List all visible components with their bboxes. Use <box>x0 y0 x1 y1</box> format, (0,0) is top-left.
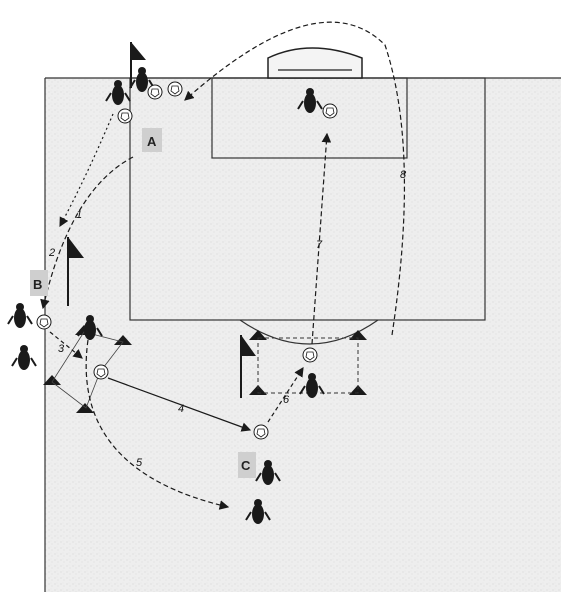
player-icon <box>12 345 36 370</box>
ball-icon <box>254 425 268 439</box>
zone-label-c: C <box>238 452 256 478</box>
step-number-6: 6 <box>283 394 290 406</box>
svg-text:B: B <box>33 277 42 292</box>
svg-text:C: C <box>241 458 251 473</box>
step-number-2: 2 <box>48 247 55 259</box>
pitch <box>45 78 561 592</box>
ball-icon <box>118 109 132 123</box>
zone-label-a: A <box>142 128 162 152</box>
goal-icon <box>268 48 362 78</box>
step-number-8: 8 <box>400 169 407 181</box>
ball-icon <box>323 104 337 118</box>
ball-icon <box>303 348 317 362</box>
step-number-3: 3 <box>58 343 65 355</box>
zone-label-b: B <box>30 270 48 296</box>
step-number-5: 5 <box>136 457 143 469</box>
ball-icon <box>37 315 51 329</box>
ball-icon <box>168 82 182 96</box>
svg-text:A: A <box>147 134 157 149</box>
ball-icon <box>148 85 162 99</box>
ball-icon <box>94 365 108 379</box>
step-number-4: 4 <box>178 403 184 415</box>
step-number-1: 1 <box>76 209 82 221</box>
player-icon <box>8 303 32 328</box>
step-number-7: 7 <box>316 239 323 251</box>
